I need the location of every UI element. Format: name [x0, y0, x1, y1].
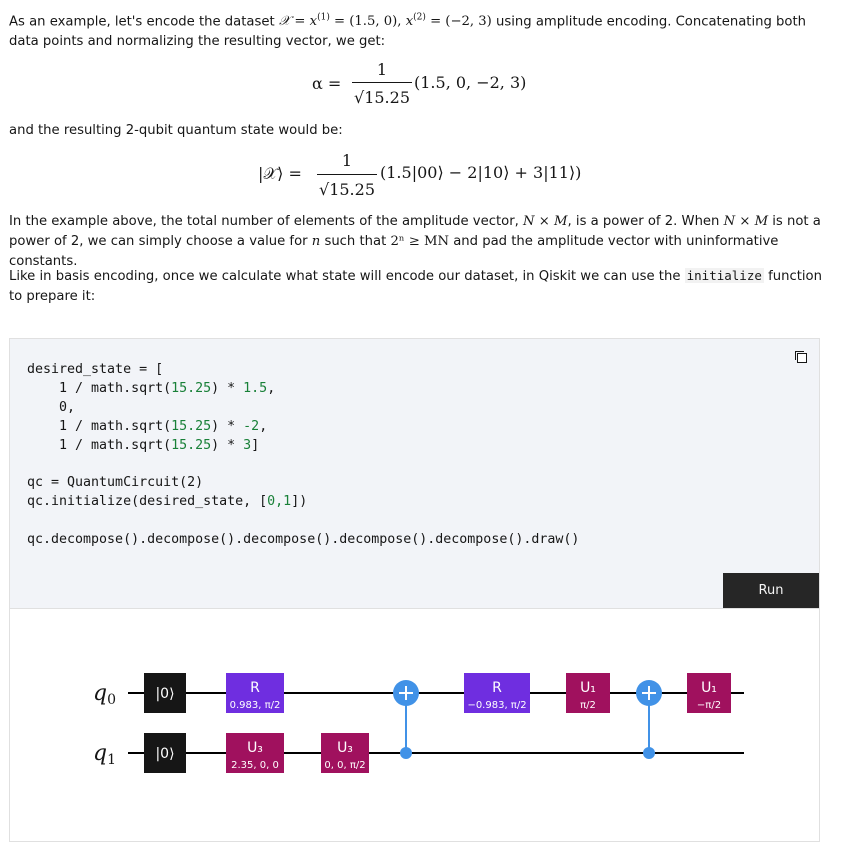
r-gate-1	[226, 673, 284, 713]
alpha-numerator: 1	[376, 60, 388, 79]
run-button[interactable]: Run	[723, 573, 819, 609]
intro-text-cont: using amplitude encoding. Concatenating …	[9, 14, 807, 50]
state-intro-text: and the resulting 2-qubit quantum state …	[9, 123, 343, 138]
u1-gate-1-name: U₁	[580, 680, 596, 696]
u3-gate-2-params: 0, 0, π/2	[324, 760, 365, 771]
r-gate-2-name: R	[492, 680, 502, 696]
u1-gate-2-name: U₁	[701, 680, 717, 696]
reset-label-q0: |0⟩	[155, 686, 174, 702]
initialize-code: initialize	[684, 268, 764, 283]
state-fraction-bar	[317, 174, 377, 175]
code-line-3: 0,	[27, 400, 76, 415]
alpha-fraction-bar	[352, 82, 412, 83]
u3-gate-1-params: 2.35, 0, 0	[231, 760, 279, 771]
code-line-5: 1 / math.sqrt(15.25) * 3]	[27, 438, 260, 453]
state-denominator: √15.25	[319, 180, 375, 199]
copy-icon[interactable]	[793, 349, 809, 365]
code-line-6: qc = QuantumCircuit(2)	[27, 475, 204, 490]
u1-gate-2	[687, 673, 731, 713]
cnot-1-control	[400, 747, 412, 759]
reset-label-q1: |0⟩	[155, 746, 174, 762]
qubit-label-q0: q0	[93, 681, 116, 708]
u3-gate-1	[226, 733, 284, 773]
code-line-8: qc.decompose().decompose().decompose().d…	[27, 532, 580, 547]
u1-gate-1-params: π/2	[580, 700, 596, 711]
qubit-label-q1: q1	[93, 741, 116, 768]
cnot-2-control	[643, 747, 655, 759]
dataset-formula: 𝒳 = x(1) = (1.5, 0), x(2) = (−2, 3)	[278, 13, 492, 30]
r-gate-2	[464, 673, 530, 713]
r-gate-2-params: −0.983, π/2	[467, 700, 526, 711]
u3-gate-1-name: U₃	[247, 740, 263, 756]
intro-paragraph: As an example, let's encode the dataset …	[9, 8, 824, 52]
reset-gate-q0	[144, 673, 186, 713]
intro-text: As an example, let's encode the dataset	[9, 14, 279, 30]
state-rhs: (1.5|00⟩ − 2|10⟩ + 3|11⟩)	[380, 163, 582, 182]
alpha-rhs: (1.5, 0, −2, 3)	[414, 73, 527, 92]
u3-gate-2-name: U₃	[337, 740, 353, 756]
output-cell: q0 q1 |0⟩ |0⟩ R 0.983, π/2 U₃ 2.35, 0, 0…	[9, 608, 820, 842]
r-gate-1-params: 0.983, π/2	[230, 700, 281, 711]
u3-gate-2	[321, 733, 369, 773]
alpha-denominator: √15.25	[354, 88, 410, 107]
state-lhs: |𝒳⟩ =	[258, 164, 302, 183]
code-line-1: desired_state = [	[27, 362, 164, 377]
u1-gate-1	[566, 673, 610, 713]
code-line-7: qc.initialize(desired_state, [0,1])	[27, 494, 308, 509]
code-line-4: 1 / math.sqrt(15.25) * -2,	[27, 419, 268, 434]
code-line-2: 1 / math.sqrt(15.25) * 1.5,	[27, 381, 276, 396]
reset-gate-q1	[144, 733, 186, 773]
alpha-lhs: α =	[312, 74, 342, 93]
power-of-two-paragraph: In the example above, the total number o…	[9, 214, 821, 269]
circuit-diagram: q0 q1 |0⟩ |0⟩ R 0.983, π/2 U₃ 2.35, 0, 0…	[93, 673, 744, 773]
r-gate-1-name: R	[250, 680, 260, 696]
state-numerator: 1	[341, 151, 353, 170]
code-cell[interactable]: desired_state = [ 1 / math.sqrt(15.25) *…	[9, 338, 820, 609]
u1-gate-2-params: −π/2	[697, 700, 721, 711]
initialize-paragraph: Like in basis encoding, once we calculat…	[9, 268, 822, 304]
